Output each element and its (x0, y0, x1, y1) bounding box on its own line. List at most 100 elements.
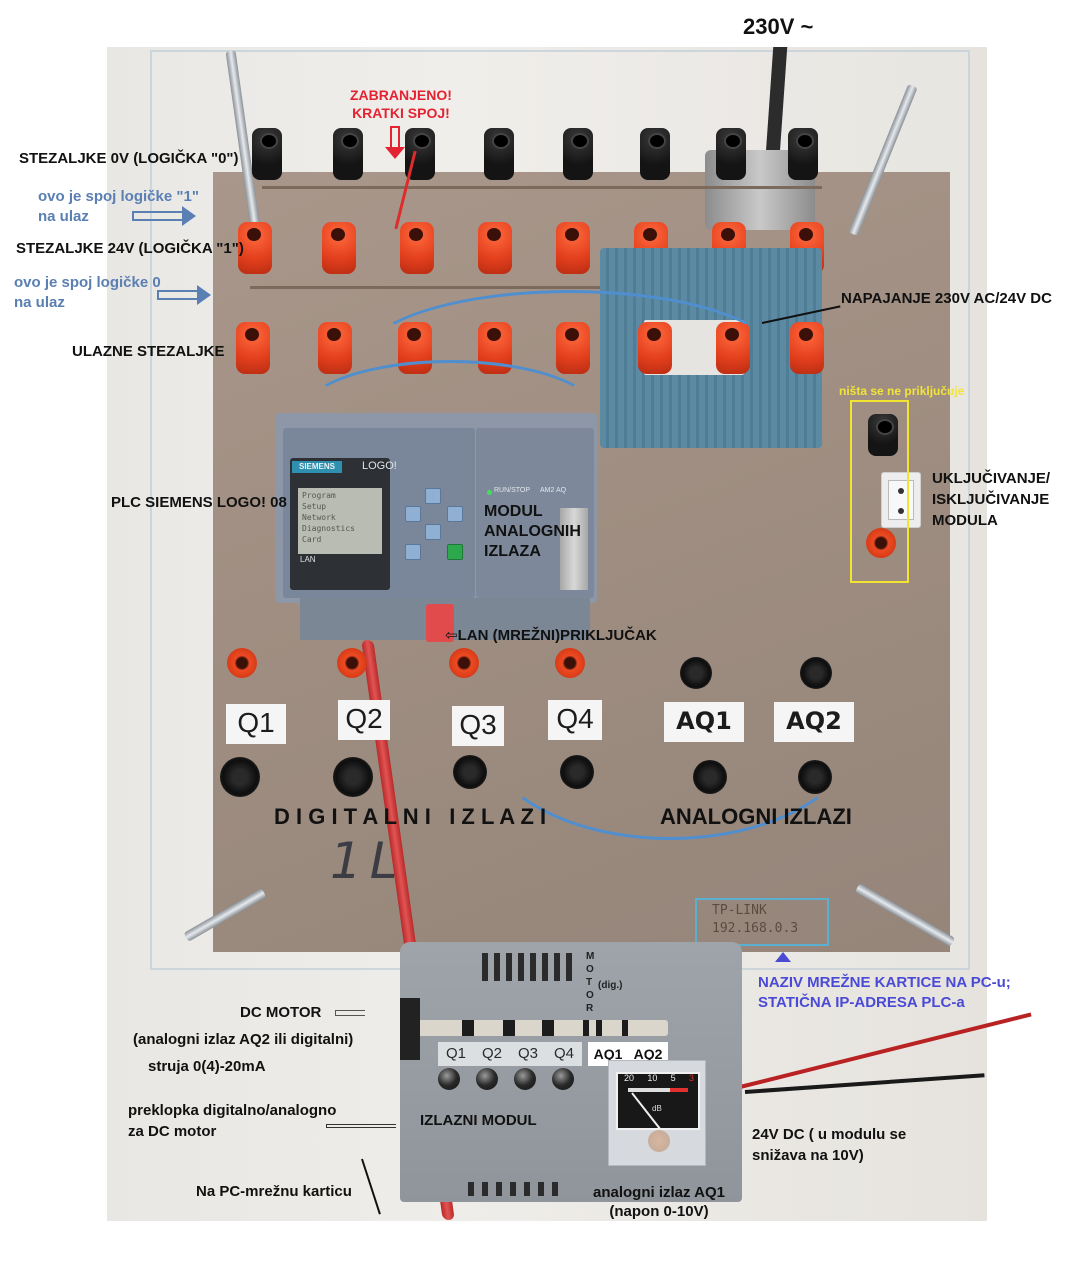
meter-adjust-knob[interactable] (648, 1130, 670, 1152)
logic1-arrow-icon (132, 206, 196, 226)
output-label-q3: Q3 (452, 706, 504, 746)
analog-module-line1: MODUL (484, 503, 543, 520)
module-label-q1: Q1 (445, 1045, 466, 1062)
input-terminal[interactable] (790, 322, 824, 374)
left-arrow-icon: ⇦ (445, 627, 458, 644)
output-terminal-plc[interactable] (337, 648, 367, 678)
aq1-meter-line1: analogni izlaz AQ1 (593, 1184, 725, 1201)
blue-wire (360, 290, 780, 430)
connector-divider (596, 1020, 602, 1036)
lan-port-label: ⇦LAN (MREŽNI)PRIKLJUČAK (445, 626, 657, 644)
vent-slot-bottom (524, 1182, 530, 1196)
terminal-0v[interactable] (484, 128, 514, 180)
switch-note-arrow-icon (326, 1124, 396, 1128)
terminal-0v[interactable] (252, 128, 282, 180)
din-rail (560, 508, 588, 590)
terminal-0v[interactable] (563, 128, 593, 180)
output-jack-q1[interactable] (220, 757, 260, 797)
onoff-line2: ISKLJUČIVANJE (932, 491, 1050, 508)
logic0-note: ovo je spoj logičke 0 na ulaz (14, 273, 161, 313)
tp-link-highlight (695, 898, 829, 946)
terminal-0v[interactable] (640, 128, 670, 180)
meter-scale: 20 10 5 3 (624, 1073, 694, 1083)
output-terminal-plc-analog[interactable] (800, 657, 832, 689)
vent-slot (554, 953, 560, 981)
meter-arc (628, 1088, 688, 1092)
terminal-24v[interactable] (322, 222, 356, 274)
terminal-0v[interactable] (333, 128, 363, 180)
logic0-arrow-icon (157, 285, 211, 305)
connector-divider (503, 1020, 515, 1036)
plc-key-ok[interactable] (447, 544, 463, 560)
lan-port-text: LAN (MREŽNI)PRIKLJUČAK (457, 627, 657, 644)
mains-voltage-label: 230V ~ (743, 14, 814, 39)
meter-tick: 10 (647, 1073, 658, 1083)
plc-key-down[interactable] (425, 524, 441, 540)
plc-label: PLC SIEMENS LOGO! 08 (111, 494, 287, 511)
module-q-labels: Q1 Q2 Q3 Q4 (438, 1042, 582, 1066)
switch-note-line2: za DC motor (128, 1123, 217, 1140)
output-jack-q3[interactable] (453, 755, 487, 789)
q4-indicator-button[interactable] (552, 1068, 574, 1090)
vent-slot-bottom (482, 1182, 488, 1196)
logic1-note-line2: na ulaz (38, 208, 89, 225)
terminal-0v[interactable] (788, 128, 818, 180)
output-terminal-plc[interactable] (449, 648, 479, 678)
0v-bus-wire (262, 186, 822, 189)
output-terminal-plc[interactable] (227, 648, 257, 678)
plc-lcd-display: Program Setup Network Diagnostics Card (298, 488, 382, 554)
terminals-24v-label: STEZALJKE 24V (LOGIČKA "1") (16, 240, 244, 257)
input-terminal[interactable] (236, 322, 270, 374)
terminal-0v[interactable] (405, 128, 435, 180)
output-jack-q2[interactable] (333, 757, 373, 797)
output-terminal-plc-analog[interactable] (680, 657, 712, 689)
to-pc-label: Na PC-mrežnu karticu (196, 1183, 352, 1200)
output-terminal-plc[interactable] (555, 648, 585, 678)
module-label-q3: Q3 (517, 1045, 538, 1062)
q1-indicator-button[interactable] (438, 1068, 460, 1090)
up-arrow-icon (775, 952, 791, 962)
dc-motor-body (400, 998, 420, 1060)
plc-key-right[interactable] (447, 506, 463, 522)
plc-key-esc[interactable] (405, 544, 421, 560)
board-mark: 1L (330, 832, 406, 890)
connector-divider (583, 1020, 589, 1036)
logic0-note-line2: na ulaz (14, 294, 65, 311)
terminal-24v[interactable] (478, 222, 512, 274)
vent-slot (518, 953, 524, 981)
connector-divider (622, 1020, 628, 1036)
meter-unit: dB (652, 1104, 662, 1113)
switch-note-line1: preklopka digitalno/analogno (128, 1102, 337, 1119)
input-terminal[interactable] (318, 322, 352, 374)
terminal-24v[interactable] (400, 222, 434, 274)
q2-indicator-button[interactable] (476, 1068, 498, 1090)
onoff-label: UKLJUČIVANJE/ ISKLJUČIVANJE MODULA (932, 468, 1050, 531)
vent-slot (494, 953, 500, 981)
plc-key-up[interactable] (425, 488, 441, 504)
output-jack-aq1[interactable] (693, 760, 727, 794)
terminal-0v[interactable] (716, 128, 746, 180)
terminals-0v-label: STEZALJKE 0V (LOGIČKA "0") (19, 150, 239, 167)
plc-key-left[interactable] (405, 506, 421, 522)
input-terminals-label: ULAZNE STEZALJKE (72, 343, 225, 360)
dc-motor-label: DC MOTOR (240, 1004, 322, 1021)
output-jack-aq2[interactable] (798, 760, 832, 794)
tp-link-name: TP-LINK (712, 903, 767, 918)
vent-slot (542, 953, 548, 981)
lcd-menu-item: Diagnostics (302, 524, 355, 533)
q3-indicator-button[interactable] (514, 1068, 536, 1090)
terminal-24v[interactable] (238, 222, 272, 274)
output-jack-q4[interactable] (560, 755, 594, 789)
logic1-note-line1: ovo je spoj logičke "1" (38, 188, 199, 205)
rj45-connector[interactable] (426, 604, 454, 642)
terminal-24v[interactable] (556, 222, 590, 274)
supply-24v-line2: snižava na 10V) (752, 1147, 864, 1164)
aq1-meter-label: analogni izlaz AQ1 (napon 0-10V) (593, 1183, 725, 1221)
onoff-line1: UKLJUČIVANJE/ (932, 470, 1051, 487)
analog-module-line2: ANALOGNIH (484, 523, 581, 540)
analog-outputs-label: ANALOGNI IZLAZI (660, 804, 852, 829)
not-connected-label: ništa se ne priključuje (839, 384, 965, 398)
forbidden-warning: ZABRANJENO! KRATKI SPOJ! (350, 86, 452, 122)
forbidden-line1: ZABRANJENO! (350, 87, 452, 103)
vent-slot-bottom (552, 1182, 558, 1196)
